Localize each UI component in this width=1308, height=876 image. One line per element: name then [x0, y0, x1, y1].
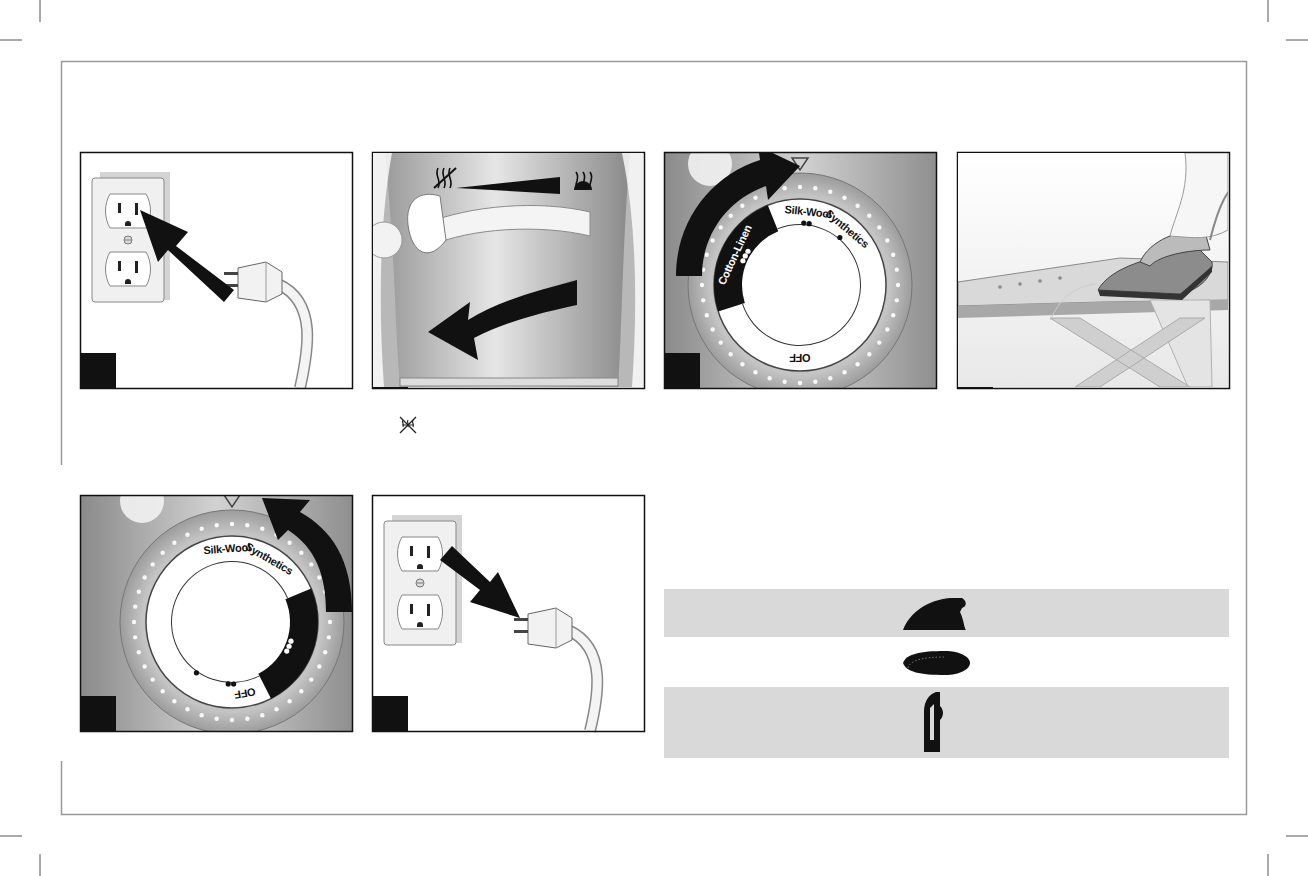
dial-setting-label: Synthetics [823, 208, 870, 250]
step-marker [80, 353, 116, 389]
panel-frame [373, 153, 645, 389]
panel-frame [665, 153, 937, 389]
dial-setting-label: OFF [789, 352, 810, 363]
step-marker [664, 353, 700, 389]
temperature-dial [676, 142, 912, 397]
soleplate-icon [903, 651, 970, 675]
unplug-arrow [440, 546, 520, 618]
icon-table [664, 589, 1229, 758]
turn-arrow [262, 498, 352, 612]
step-marker [80, 696, 116, 732]
temperature-dial [120, 479, 352, 734]
steam-control [366, 153, 643, 387]
step-panels [50, 122, 1230, 761]
dial-setting-label: Cotton-Linen [149, 571, 176, 636]
step-marker [372, 696, 408, 732]
power-plug [514, 608, 597, 731]
dial-setting-label: OFF [233, 686, 256, 700]
panel-frame [958, 153, 1230, 389]
no-steam-symbol [400, 417, 416, 433]
dial-setting-label: Cotton-Linen [716, 223, 753, 286]
iron-side-icon [903, 598, 966, 630]
panel-frame [81, 496, 353, 732]
ironing-scene [958, 153, 1240, 387]
panel-ground [80, 152, 352, 388]
iron-upright-icon [924, 692, 943, 752]
wall-outlet [384, 515, 462, 645]
panel-ground [664, 152, 936, 388]
power-plug [224, 262, 307, 388]
panel-frame [81, 153, 353, 389]
plug-in-arrow [140, 210, 234, 302]
dial-setting-label: Synthetics [243, 541, 294, 577]
panel-ground [372, 495, 644, 731]
panel-frame [373, 496, 645, 732]
page-border [62, 62, 1247, 815]
